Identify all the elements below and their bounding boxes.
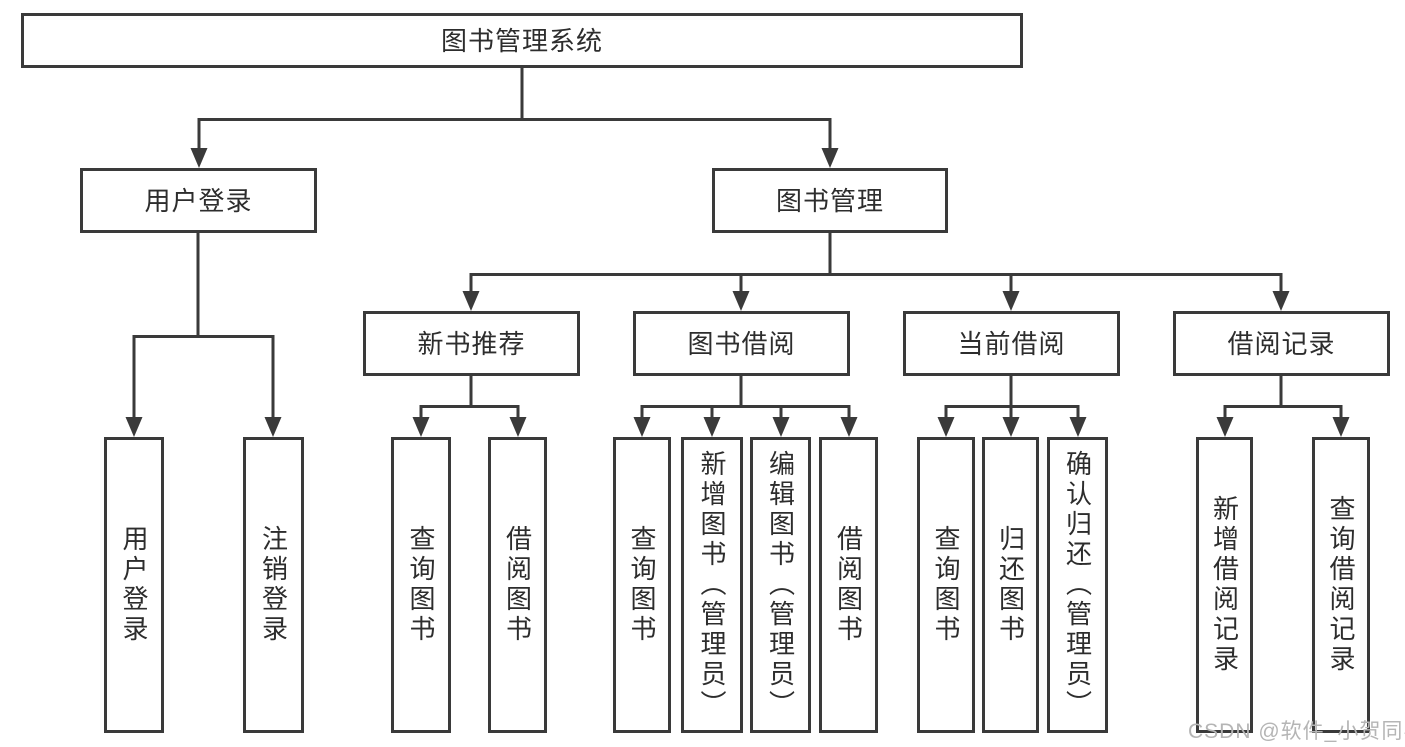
leaf-edit-books-admin: 编辑图书（管理员） bbox=[750, 437, 811, 733]
connector-book-mgmt-to-level3 bbox=[469, 233, 1283, 293]
node-book-borrowing: 图书借阅 bbox=[633, 311, 850, 376]
leaf-query-books-3: 查询图书 bbox=[917, 437, 975, 733]
leaf-add-borrow-record: 新增借阅记录 bbox=[1196, 437, 1253, 733]
arrowhead bbox=[264, 417, 282, 437]
node-borrowing-records: 借阅记录 bbox=[1173, 311, 1390, 376]
arrowhead bbox=[412, 417, 430, 437]
arrowhead bbox=[1002, 291, 1020, 311]
arrowhead bbox=[1216, 417, 1234, 437]
node-book-management: 图书管理 bbox=[712, 168, 948, 233]
leaf-logout: 注销登录 bbox=[243, 437, 304, 733]
leaf-user-login: 用户登录 bbox=[104, 437, 164, 733]
leaf-add-books-admin: 新增图书（管理员） bbox=[681, 437, 743, 733]
arrowhead bbox=[937, 417, 955, 437]
leaf-query-books-2: 查询图书 bbox=[613, 437, 671, 733]
arrowhead bbox=[462, 291, 480, 311]
arrowhead bbox=[732, 291, 750, 311]
connector-new-books bbox=[419, 376, 520, 420]
connector-records bbox=[1223, 376, 1343, 420]
leaf-query-books-1: 查询图书 bbox=[391, 437, 451, 733]
leaf-borrow-books-1: 借阅图书 bbox=[488, 437, 547, 733]
arrowhead bbox=[509, 417, 527, 437]
node-current-borrowing: 当前借阅 bbox=[903, 311, 1120, 376]
arrowhead bbox=[1272, 291, 1290, 311]
connector-root-to-level2 bbox=[197, 68, 832, 150]
node-new-book-recommend: 新书推荐 bbox=[363, 311, 580, 376]
arrowhead bbox=[772, 417, 790, 437]
connector-current bbox=[944, 376, 1080, 420]
leaf-borrow-books-2: 借阅图书 bbox=[819, 437, 878, 733]
arrowhead bbox=[190, 148, 208, 168]
arrowhead bbox=[1002, 417, 1020, 437]
arrowhead bbox=[703, 417, 721, 437]
node-library-system: 图书管理系统 bbox=[21, 13, 1023, 68]
arrowhead bbox=[1069, 417, 1087, 437]
leaf-confirm-return-admin: 确认归还（管理员） bbox=[1047, 437, 1108, 733]
csdn-watermark: CSDN @软件_小贺同学 bbox=[1188, 720, 1405, 743]
leaf-query-borrow-record: 查询借阅记录 bbox=[1312, 437, 1370, 733]
node-user-login: 用户登录 bbox=[80, 168, 317, 233]
connector-user-login bbox=[132, 233, 275, 419]
arrowhead bbox=[633, 417, 651, 437]
leaf-return-books: 归还图书 bbox=[982, 437, 1039, 733]
arrowhead bbox=[840, 417, 858, 437]
arrowhead bbox=[125, 417, 143, 437]
arrowhead bbox=[1332, 417, 1350, 437]
arrowhead bbox=[821, 148, 839, 168]
connector-borrowing bbox=[640, 376, 851, 420]
